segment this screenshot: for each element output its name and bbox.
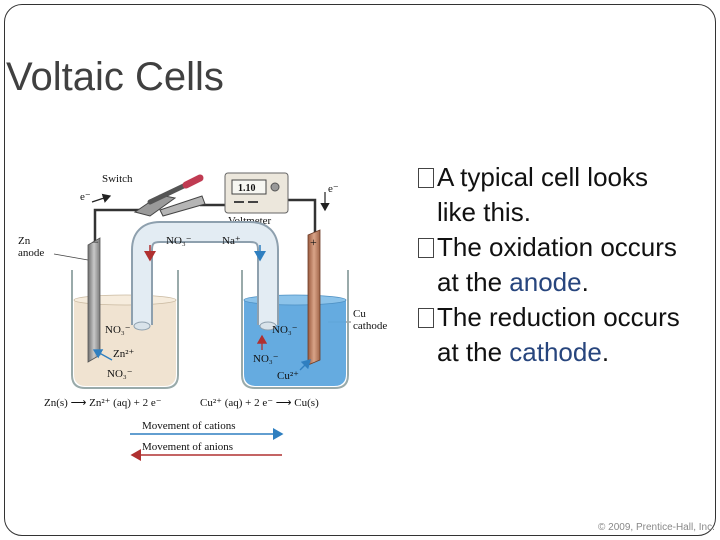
switch-icon	[133, 174, 206, 217]
salt-bridge-cation: Na⁺	[222, 235, 241, 247]
slide-frame	[4, 4, 716, 536]
anode-reaction: Zn(s) ⟶ Zn²⁺ (aq) + 2 e⁻	[44, 397, 162, 409]
slide-title: Voltaic Cells	[6, 55, 224, 99]
wire	[288, 198, 317, 235]
legend-anions-label: Movement of anions	[142, 441, 233, 453]
highlight-term: cathode	[509, 337, 602, 367]
electron-label: e⁻	[80, 191, 91, 203]
salt-bridge-anion: NO₃⁻	[166, 235, 192, 247]
electron-flow-arrow	[91, 193, 112, 203]
leader-line	[53, 253, 89, 261]
ion-label: NO₃⁻	[105, 324, 131, 336]
bullet-text-part: .	[601, 337, 610, 367]
zinc-electrode	[87, 237, 101, 363]
bullet-text: The reduction occurs	[437, 302, 680, 332]
bullet-text-continued: at the anode.	[418, 265, 708, 300]
plus-sign: +	[310, 235, 317, 249]
bullet-text-part: at the	[437, 337, 510, 367]
copper-electrode	[307, 229, 321, 366]
minus-sign: −	[92, 235, 99, 249]
bullet-glyph-icon	[418, 168, 434, 188]
copyright-notice: © 2009, Prentice-Hall, Inc.	[598, 522, 715, 533]
ion-label: Zn²⁺	[113, 348, 135, 360]
cathode-label: cathode	[353, 320, 387, 332]
ion-label: NO₃⁻	[253, 353, 279, 365]
cation-arrow	[299, 359, 311, 371]
bullet-item: The reduction occurs at the cathode.	[418, 300, 708, 370]
zn-label: Zn	[18, 235, 31, 247]
bullet-glyph-icon	[418, 238, 434, 258]
bullet-text: The oxidation occurs	[437, 232, 677, 262]
voltaic-cell-diagram: Switch 1.10 Voltmeter e⁻ e⁻ Zn anode Cu …	[18, 172, 387, 461]
electron-label: e⁻	[328, 183, 339, 195]
bullet-list: A typical cell looks like this. The oxid…	[418, 160, 708, 370]
bullet-text-continued: at the cathode.	[418, 335, 708, 370]
switch-label: Switch	[102, 173, 133, 185]
bullet-text-part: like this.	[437, 197, 531, 227]
highlight-term: anode	[509, 267, 582, 297]
voltmeter-reading: 1.10	[238, 183, 256, 194]
ion-label: NO₃⁻	[107, 368, 133, 380]
bullet-item: The oxidation occurs at the anode.	[418, 230, 708, 300]
voltmeter-icon	[224, 172, 289, 214]
salt-bridge	[131, 221, 279, 331]
cathode-reaction: Cu²⁺ (aq) + 2 e⁻ ⟶ Cu(s)	[200, 397, 319, 409]
bullet-text-continued: like this.	[418, 195, 708, 230]
legend-cations-label: Movement of cations	[142, 420, 235, 432]
wire	[93, 208, 140, 245]
cu-label: Cu	[353, 308, 366, 320]
bullet-glyph-icon	[418, 308, 434, 328]
bullet-text: A typical cell looks	[437, 162, 648, 192]
ion-label: NO₃⁻	[272, 324, 298, 336]
cation-arrow	[92, 349, 113, 361]
bullet-text-part: at the	[437, 267, 510, 297]
bullet-item: A typical cell looks like this.	[418, 160, 708, 230]
bullet-text-part: .	[581, 267, 589, 297]
ion-label: Cu²⁺	[277, 370, 299, 382]
anode-label: anode	[18, 247, 44, 259]
